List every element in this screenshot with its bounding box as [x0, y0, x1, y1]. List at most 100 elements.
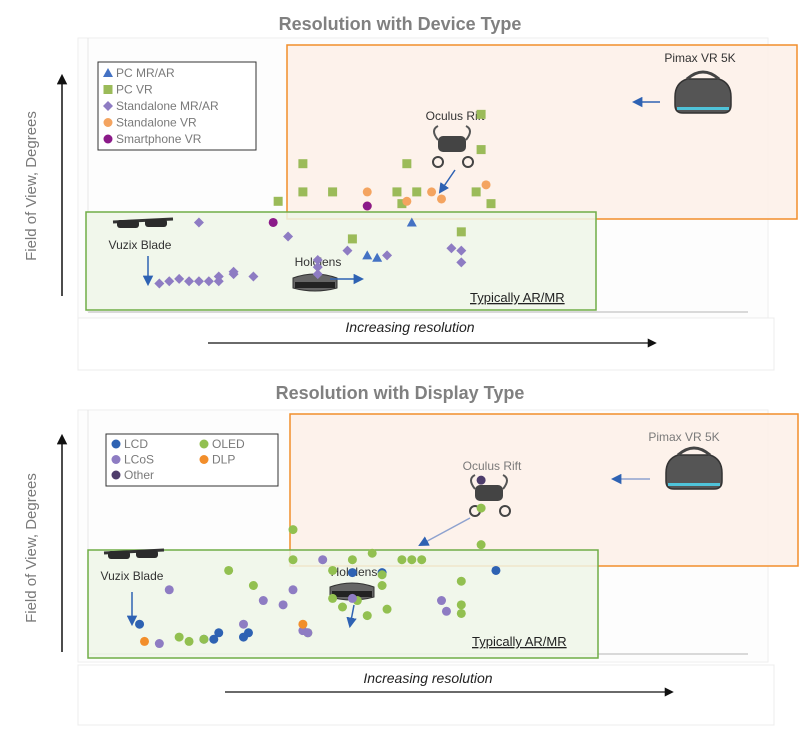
- data-point: [471, 187, 481, 197]
- data-point: [392, 187, 402, 197]
- region-ar-mr: [85, 211, 597, 311]
- data-point: [288, 525, 298, 535]
- data-point: [397, 555, 407, 565]
- legend-swatch: [111, 439, 121, 449]
- legend-item: Standalone MR/AR: [103, 99, 219, 113]
- data-point: [224, 565, 234, 575]
- data-point: [273, 196, 283, 206]
- annotation-label: Vuzix Blade: [101, 569, 164, 583]
- data-point: [377, 581, 387, 590]
- data-point: [239, 632, 248, 642]
- legend-swatch: [199, 455, 209, 464]
- annotation-label: Pimax VR 5K: [664, 51, 735, 65]
- hololens-lens: [295, 282, 335, 288]
- data-point: [328, 565, 338, 575]
- legend-item: PC MR/AR: [103, 66, 175, 80]
- annotation-pimax-vr-5k: Pimax VR 5K: [610, 430, 723, 490]
- series-oled: [174, 503, 486, 646]
- data-point: [213, 271, 224, 282]
- data-point: [248, 581, 258, 590]
- legend-box: [105, 433, 279, 487]
- data-point: [318, 555, 328, 565]
- legend-label: PC MR/AR: [116, 66, 175, 80]
- data-point: [174, 273, 185, 284]
- region-vr: [289, 413, 799, 567]
- data-point: [209, 634, 219, 644]
- series-other: [476, 475, 486, 485]
- data-point: [328, 187, 338, 197]
- data-point: [362, 611, 372, 621]
- annotation-arrow: [346, 604, 357, 629]
- series-pc-mr-ar: [362, 217, 417, 262]
- data-point: [328, 593, 338, 603]
- data-point: [298, 619, 308, 629]
- annotation-label: Oculus Rift: [426, 109, 485, 123]
- data-point: [154, 639, 164, 649]
- data-point: [367, 548, 377, 558]
- annotation-label: Vuzix Blade: [109, 238, 172, 252]
- data-point: [312, 269, 323, 280]
- data-point: [288, 585, 298, 595]
- data-point: [203, 276, 214, 287]
- data-point: [312, 262, 323, 273]
- data-point: [283, 231, 294, 242]
- headset-lightbar: [668, 483, 720, 486]
- annotation-pimax-vr-5k: Pimax VR 5K: [631, 51, 736, 114]
- controller-left: [432, 156, 444, 168]
- annotation-arrow: [438, 169, 456, 194]
- annotation-vuzix-blade: Vuzix Blade: [109, 217, 174, 287]
- region-label: Typically AR/MR: [472, 634, 567, 649]
- chart1-title: Resolution with Device Type: [278, 14, 522, 34]
- data-point: [476, 475, 486, 485]
- data-point: [140, 636, 149, 646]
- data-point: [382, 604, 392, 614]
- legend-swatch: [111, 470, 121, 480]
- glasses-lens-left: [117, 220, 139, 228]
- data-point: [412, 187, 422, 197]
- legend-swatch: [103, 68, 113, 77]
- data-point: [476, 109, 486, 119]
- data-point: [456, 608, 466, 618]
- data-point: [437, 596, 446, 606]
- data-point: [382, 250, 393, 261]
- data-point: [268, 217, 278, 227]
- data-point: [476, 145, 486, 155]
- data-point: [228, 266, 239, 277]
- data-point: [347, 555, 357, 565]
- legend-swatch: [103, 118, 113, 127]
- legend-label: Other: [124, 468, 154, 482]
- data-point: [486, 199, 496, 209]
- data-point: [456, 600, 466, 610]
- data-point: [193, 276, 204, 287]
- rift-body: [475, 485, 503, 501]
- glasses-lens-right: [145, 219, 167, 227]
- data-point: [362, 250, 373, 260]
- data-point: [214, 628, 224, 638]
- chart2-title: Resolution with Display Type: [275, 383, 525, 403]
- legend-item: LCD: [111, 437, 148, 451]
- x-axis-box: [77, 664, 775, 726]
- y-axis-label: Field of View, Degrees: [23, 473, 40, 623]
- data-point: [347, 593, 357, 603]
- data-point: [278, 600, 288, 610]
- legend-swatch: [103, 85, 113, 94]
- data-point: [184, 276, 195, 287]
- data-point: [174, 632, 184, 642]
- data-point: [164, 276, 175, 287]
- x-axis-box: [77, 317, 775, 371]
- data-point: [397, 199, 407, 209]
- data-point: [258, 596, 268, 606]
- legend-item: Standalone VR: [103, 116, 197, 130]
- data-point: [164, 585, 174, 595]
- data-point: [456, 576, 466, 586]
- annotation-oculus-rift: Oculus Rift: [426, 109, 485, 194]
- data-point: [288, 555, 298, 565]
- legend-item: DLP: [199, 453, 235, 467]
- data-point: [312, 255, 323, 266]
- legend-item: PC VR: [103, 83, 153, 97]
- legend-label: DLP: [212, 453, 235, 467]
- data-point: [402, 159, 412, 169]
- controller-right: [462, 156, 474, 168]
